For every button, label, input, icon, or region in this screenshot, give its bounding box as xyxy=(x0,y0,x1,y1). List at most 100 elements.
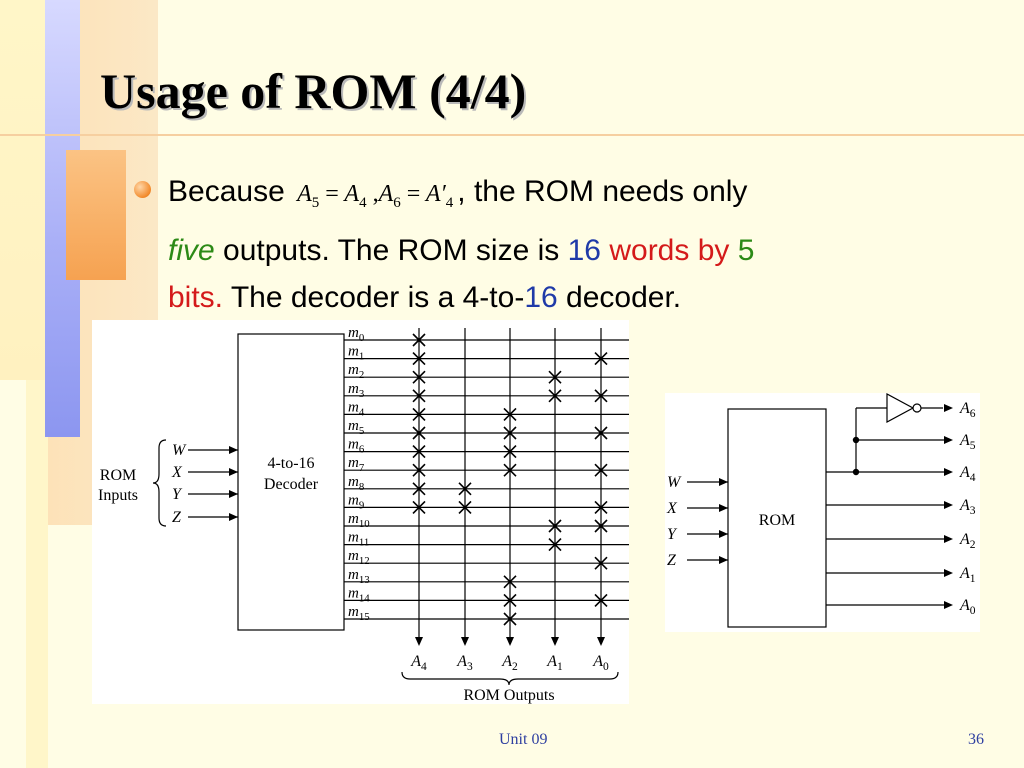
rom-output-label-a0: A0 xyxy=(959,597,976,617)
connection-mark-m7-a0 xyxy=(594,463,608,477)
decoder-box xyxy=(237,333,345,631)
rom-output-arrow-a0 xyxy=(944,601,953,609)
minterm-label-m0: m0 xyxy=(348,325,364,344)
connection-mark-m9-a0 xyxy=(594,500,608,514)
rom-inputs-label-2: Inputs xyxy=(98,487,138,504)
connection-mark-m10-a1 xyxy=(548,519,562,533)
input-label-w: W xyxy=(172,442,187,459)
minterm-label-m12: m12 xyxy=(348,548,370,567)
rom-outputs-caption: ROM Outputs xyxy=(463,687,554,704)
rom-input-arrow-y xyxy=(719,530,728,538)
connection-mark-m4-a4 xyxy=(412,407,426,421)
rom-output-label-a4: A4 xyxy=(959,464,976,484)
deco-block-orange xyxy=(66,150,126,280)
input-arrow-y xyxy=(229,490,238,498)
connection-mark-m7-a4 xyxy=(412,463,426,477)
footer-page-number: 36 xyxy=(968,731,984,748)
output-arrow-a3 xyxy=(461,637,469,646)
text-because: Because xyxy=(168,175,285,208)
minterm-label-m3: m3 xyxy=(348,381,364,400)
rom-output-arrow-a5 xyxy=(944,436,953,444)
decoder-label-2: Decoder xyxy=(264,476,319,493)
text-rom-needs: , the ROM needs only xyxy=(457,175,748,208)
input-arrow-x xyxy=(229,468,238,476)
output-label-a4: A4 xyxy=(410,653,427,673)
inverter-gate xyxy=(886,393,915,424)
output-label-a3: A3 xyxy=(456,653,473,673)
footer-unit: Unit 09 xyxy=(499,731,548,748)
minterm-label-m13: m13 xyxy=(348,567,370,586)
rom-input-label-x: X xyxy=(666,500,678,517)
minterm-label-m14: m14 xyxy=(348,585,370,604)
rom-input-arrow-z xyxy=(719,556,728,564)
connection-mark-m3-a0 xyxy=(594,389,608,403)
decoder-label: 4-to-16 xyxy=(267,455,314,472)
minterm-label-m7: m7 xyxy=(348,455,365,474)
output-arrow-a2 xyxy=(506,637,514,646)
text-16: 16 xyxy=(567,233,601,267)
connection-mark-m5-a4 xyxy=(412,426,426,440)
minterm-label-m6: m6 xyxy=(348,437,365,456)
rom-box xyxy=(727,408,827,628)
minterm-label-m1: m1 xyxy=(348,344,364,363)
connection-mark-m6-a4 xyxy=(412,445,426,459)
text-decoder: decoder. xyxy=(566,280,682,314)
connection-mark-m8-a4 xyxy=(412,482,426,496)
connection-mark-m10-a0 xyxy=(594,519,608,533)
output-label-a2: A2 xyxy=(501,653,518,673)
input-arrow-w xyxy=(229,446,238,454)
rom-block-label: ROM xyxy=(759,512,795,529)
input-arrow-z xyxy=(229,513,238,521)
rom-output-label-a3: A3 xyxy=(959,497,976,517)
rom-output-label-a1: A1 xyxy=(959,565,976,585)
minterm-label-m11: m11 xyxy=(348,530,369,549)
rom-output-label-a6: A6 xyxy=(959,400,976,420)
junction-dot-a5 xyxy=(852,436,860,444)
connection-mark-m2-a1 xyxy=(548,370,562,384)
junction-dot-a4 xyxy=(852,468,860,476)
connection-mark-m3-a1 xyxy=(548,389,562,403)
bullet-text: Because A5 = A4 ,A6 = A′4, the ROM needs… xyxy=(168,168,978,321)
input-label-z: Z xyxy=(172,509,182,526)
rom-output-arrow-a4 xyxy=(944,468,953,476)
output-label-a1: A1 xyxy=(546,653,563,673)
rom-decoder-diagram: WXYZm0m1m2m3m4m5m6m7m8m9m10m11m12m13m14m… xyxy=(92,320,629,704)
text-16b: 16 xyxy=(524,280,558,314)
inputs-brace xyxy=(152,439,167,527)
minterm-label-m9: m9 xyxy=(348,492,364,511)
text-five: five xyxy=(168,233,215,267)
minterm-label-m15: m15 xyxy=(348,604,370,623)
connection-mark-m12-a0 xyxy=(594,556,608,570)
minterm-label-m4: m4 xyxy=(348,399,365,418)
minterm-label-m5: m5 xyxy=(348,418,364,437)
connection-mark-m1-a4 xyxy=(412,352,426,366)
rom-inputs-label: ROM xyxy=(100,467,136,484)
connection-mark-m4-a2 xyxy=(503,407,517,421)
connection-mark-m15-a2 xyxy=(503,612,517,626)
output-arrow-a1 xyxy=(551,637,559,646)
rom-input-arrow-x xyxy=(719,504,728,512)
rom-output-arrow-a3 xyxy=(944,501,953,509)
text-decoder-is: The decoder is a 4-to- xyxy=(230,280,525,314)
connection-mark-m1-a0 xyxy=(594,352,608,366)
connection-mark-m5-a0 xyxy=(594,426,608,440)
slide-title: Usage of ROM (4/4) xyxy=(100,63,527,119)
rom-input-arrow-w xyxy=(719,478,728,486)
connection-mark-m2-a4 xyxy=(412,370,426,384)
rom-input-label-y: Y xyxy=(667,526,678,543)
rom-input-label-z: Z xyxy=(667,552,677,569)
connection-mark-m5-a2 xyxy=(503,426,517,440)
connection-mark-m8-a3 xyxy=(458,482,472,496)
inverter-bubble xyxy=(912,403,922,413)
rom-output-label-a2: A2 xyxy=(959,531,976,551)
minterm-label-m8: m8 xyxy=(348,474,364,493)
rom-output-arrow-a6 xyxy=(944,404,953,412)
outputs-brace xyxy=(401,671,619,686)
text-words-by: words by xyxy=(609,233,730,267)
equation: A5 = A4 ,A6 = A′4 xyxy=(297,181,454,211)
connection-mark-m11-a1 xyxy=(548,538,562,552)
text-outputs: outputs. The ROM size is xyxy=(223,233,560,267)
input-label-y: Y xyxy=(172,486,183,503)
connection-mark-m0-a4 xyxy=(412,333,426,347)
connection-mark-m9-a3 xyxy=(458,500,472,514)
